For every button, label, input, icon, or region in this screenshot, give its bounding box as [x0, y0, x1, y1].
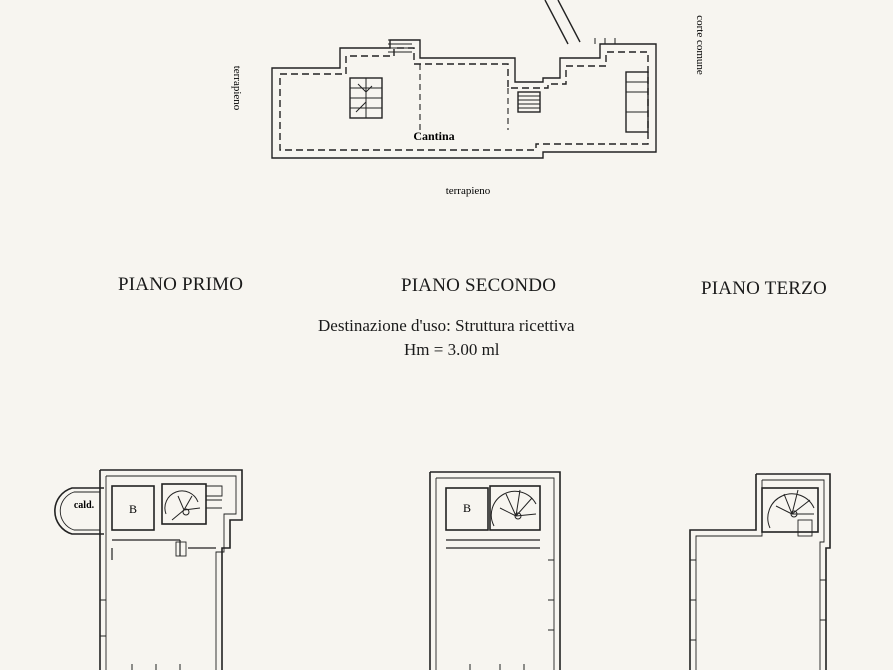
- second-floor-title: PIANO SECONDO: [401, 275, 557, 296]
- basement-inner-wall: [279, 47, 649, 151]
- second-floor-stair: [489, 485, 541, 531]
- basement-ramp: [544, 0, 581, 45]
- boiler-room: [54, 487, 104, 535]
- second-floor-b-label: B: [463, 501, 471, 515]
- first-floor-bathroom: [111, 485, 155, 531]
- corte-comune-label: corte comune: [694, 15, 706, 75]
- third-floor-title: PIANO TERZO: [701, 278, 827, 299]
- first-floor-title: PIANO PRIMO: [118, 274, 244, 295]
- first-floor-stair: [161, 483, 207, 525]
- second-floor-plan: [429, 471, 561, 670]
- basement-right-stair: [517, 91, 541, 113]
- cantina-label: Cantina: [413, 129, 454, 143]
- use-destination-note: Destinazione d'uso: Struttura ricettiva: [318, 316, 575, 335]
- basement-outer-wall: [271, 39, 657, 159]
- third-floor-stair: [761, 487, 819, 533]
- second-floor-bathroom: [445, 487, 489, 531]
- terrapieno-left-label: terrapieno: [231, 66, 243, 111]
- first-floor-b-label: B: [129, 502, 137, 516]
- third-floor-plan: [689, 473, 831, 670]
- basement-right-room: [625, 71, 649, 133]
- terrapieno-bottom-label: terrapieno: [446, 185, 491, 197]
- first-floor-plan: [54, 469, 243, 670]
- boiler-label: cald.: [74, 500, 95, 511]
- height-note: Hm = 3.00 ml: [404, 340, 500, 359]
